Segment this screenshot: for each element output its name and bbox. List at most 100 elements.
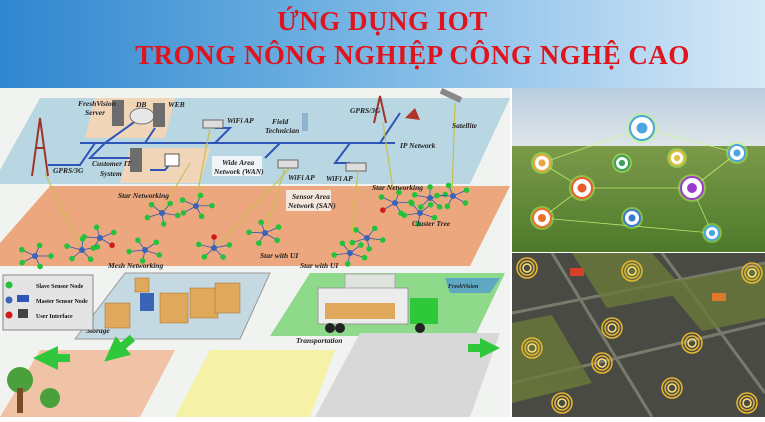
slave-sensor-node xyxy=(274,237,280,243)
drone-icon-glyph xyxy=(709,230,715,236)
slave-sensor-node xyxy=(418,204,424,210)
slave-sensor-node xyxy=(211,234,217,240)
slave-sensor-node xyxy=(446,183,452,189)
slave-sensor-node xyxy=(161,221,167,227)
slave-sensor-node xyxy=(220,254,226,260)
legend: Slave Sensor Node Master Sensor Node Use… xyxy=(3,275,93,330)
label-ip-network: IP Network xyxy=(399,141,436,150)
legend-ui: User Interface xyxy=(36,314,73,320)
slave-sensor-node xyxy=(437,204,443,210)
label-db: DB xyxy=(135,100,146,109)
slave-sensor-node xyxy=(180,197,186,203)
slave-sensor-node xyxy=(154,239,160,245)
slave-sensor-node xyxy=(156,252,162,258)
slave-sensor-node xyxy=(198,193,204,199)
master-sensor-node xyxy=(262,230,268,236)
cloud-icon-glyph xyxy=(637,123,648,134)
label-wifi-ap-2: WiFi AP xyxy=(288,173,315,182)
slave-sensor-node xyxy=(181,210,187,216)
tree-icon xyxy=(40,388,60,408)
slave-sensor-node xyxy=(428,202,434,208)
monitor-icon xyxy=(165,154,179,166)
slave-sensor-node xyxy=(412,192,418,198)
slave-sensor-node xyxy=(19,247,25,253)
master-sensor-node xyxy=(79,247,85,253)
slave-sensor-node xyxy=(372,226,378,232)
title-banner: ỨNG DỤNG IOT TRONG NÔNG NGHIỆP CÔNG NGHỆ… xyxy=(0,0,765,88)
label-wan: Wide Area xyxy=(222,158,254,167)
container-box xyxy=(345,274,395,288)
slave-sensor-node xyxy=(64,243,70,249)
slave-sensor-node xyxy=(445,203,451,209)
web-server-icon xyxy=(153,103,165,127)
tractor-icon xyxy=(712,293,726,301)
legend-master: Master Sensor Node xyxy=(36,299,88,305)
slave-sensor-node xyxy=(91,245,97,251)
label-field-tech-2: Technician xyxy=(265,126,299,135)
truck-icon xyxy=(410,298,438,324)
slave-sensor-node xyxy=(256,240,262,246)
label-wifi-ap-3: WiFi AP xyxy=(326,174,353,183)
slave-sensor-node xyxy=(145,215,151,221)
label-server-2: Server xyxy=(85,108,105,117)
slave-sensor-node xyxy=(350,240,356,246)
master-sensor-node xyxy=(193,203,199,209)
label-transportation: Transportation xyxy=(296,336,342,345)
rfid-icon-glyph xyxy=(687,183,697,193)
slave-sensor-node xyxy=(276,224,282,230)
slave-sensor-node xyxy=(362,255,368,261)
label-cluster-tree: Cluster Tree xyxy=(412,219,451,228)
slave-sensor-node xyxy=(81,234,87,240)
label-star-networking-2: Star Networking xyxy=(372,183,423,192)
master-sensor-node xyxy=(347,250,353,256)
master-sensor-node xyxy=(364,235,370,241)
slave-sensor-node xyxy=(402,212,408,218)
label-ship: FreshVision xyxy=(448,284,479,290)
slave-sensor-node xyxy=(37,243,43,249)
label-wifi-ap: WiFi AP xyxy=(227,116,254,125)
slave-sensor-node xyxy=(149,202,155,208)
slave-sensor-node xyxy=(340,241,346,247)
slave-sensor-node xyxy=(37,264,43,270)
smart-farm-photo xyxy=(512,88,765,252)
slave-sensor-node xyxy=(227,242,233,248)
slave-sensor-node xyxy=(427,184,433,190)
slave-sensor-node xyxy=(379,194,385,200)
water-icon-glyph xyxy=(628,214,635,221)
slave-sensor-node xyxy=(19,260,25,266)
database-icon xyxy=(130,108,154,124)
slave-sensor-node xyxy=(434,193,440,199)
slave-sensor-node xyxy=(202,254,208,260)
label-gprs-left: GPRS/3G xyxy=(53,166,84,175)
legend-master-icon xyxy=(6,297,13,304)
label-star-with-ui-2: Star with UI xyxy=(300,261,339,270)
slave-sensor-node xyxy=(111,230,117,236)
slave-sensor-node xyxy=(135,237,141,243)
slave-sensor-node xyxy=(409,201,415,207)
label-field-tech: Field xyxy=(272,117,288,126)
slave-sensor-node xyxy=(94,224,100,230)
robot-icon-glyph xyxy=(538,214,546,222)
label-satellite: Satellite xyxy=(452,121,478,130)
wifi-ap-icon xyxy=(203,120,223,128)
iot-network-diagram: Storage FreshVision Transportation Fresh… xyxy=(0,88,510,417)
master-sensor-node xyxy=(417,210,423,216)
slave-sensor-node xyxy=(463,200,469,206)
slave-sensor-node xyxy=(209,203,215,209)
label-server: FreshVision xyxy=(78,99,116,108)
label-mesh-networking: Mesh Networking xyxy=(107,261,163,270)
label-wan-2: Network (WAN) xyxy=(213,167,264,176)
master-sensor-node xyxy=(450,193,456,199)
slave-sensor-node xyxy=(442,192,448,198)
label-gprs-top: GPRS/3G xyxy=(350,106,381,115)
leaf-icon-glyph xyxy=(619,160,625,166)
slave-sensor-node xyxy=(353,227,359,233)
legend-slave-icon xyxy=(6,282,13,289)
forklift-icon xyxy=(140,293,154,311)
slave-sensor-node xyxy=(88,256,94,262)
slave-sensor-node xyxy=(380,237,386,243)
sun-icon-glyph xyxy=(674,155,680,161)
slave-sensor-node xyxy=(358,242,364,248)
slave-sensor-node xyxy=(345,261,351,267)
master-sensor-node xyxy=(142,247,148,253)
